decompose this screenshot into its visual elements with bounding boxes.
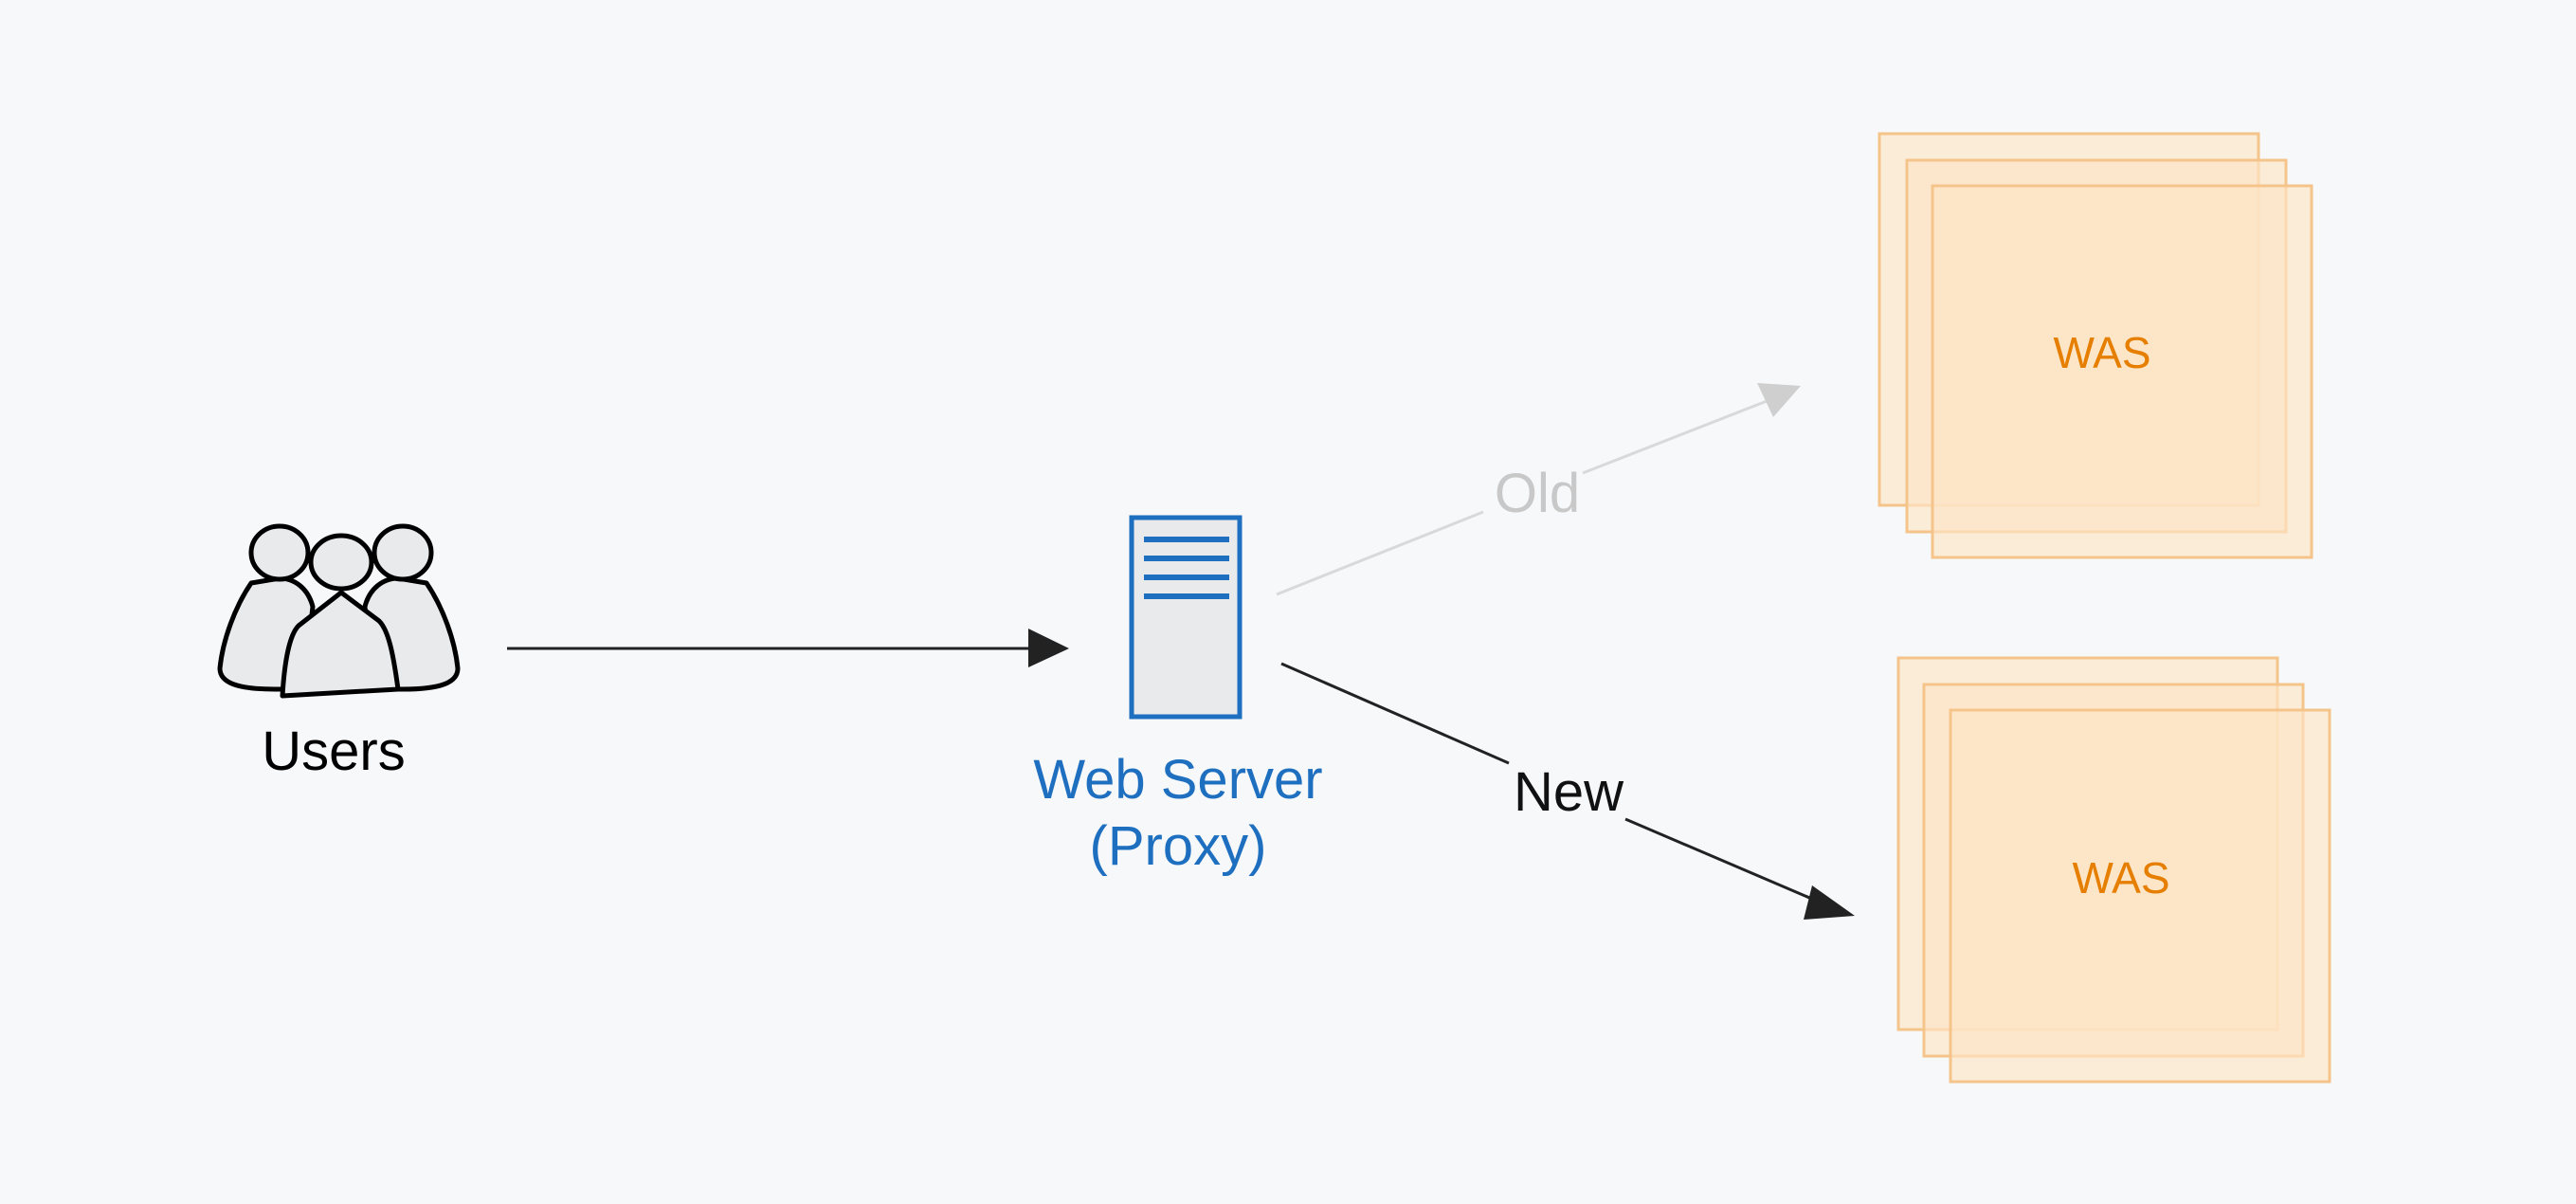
- server-icon: [1129, 515, 1243, 720]
- users-group-icon: [217, 523, 461, 699]
- users-to-web-arrowhead: [1028, 629, 1069, 667]
- was-new-stack: [1896, 656, 2331, 1084]
- new-edge: [1280, 662, 1855, 920]
- was-new-label: WAS: [2072, 853, 2169, 903]
- was-old-stack: [1878, 132, 2313, 559]
- new-edge-label: New: [1514, 761, 1624, 823]
- web-server-label-line2: (Proxy): [1090, 815, 1267, 877]
- users-label: Users: [262, 721, 405, 782]
- old-edge-label: Old: [1495, 463, 1580, 524]
- old-edge: [1276, 383, 1801, 596]
- was-old-label: WAS: [2053, 328, 2150, 377]
- web-server-label-line1: Web Server: [1033, 749, 1322, 811]
